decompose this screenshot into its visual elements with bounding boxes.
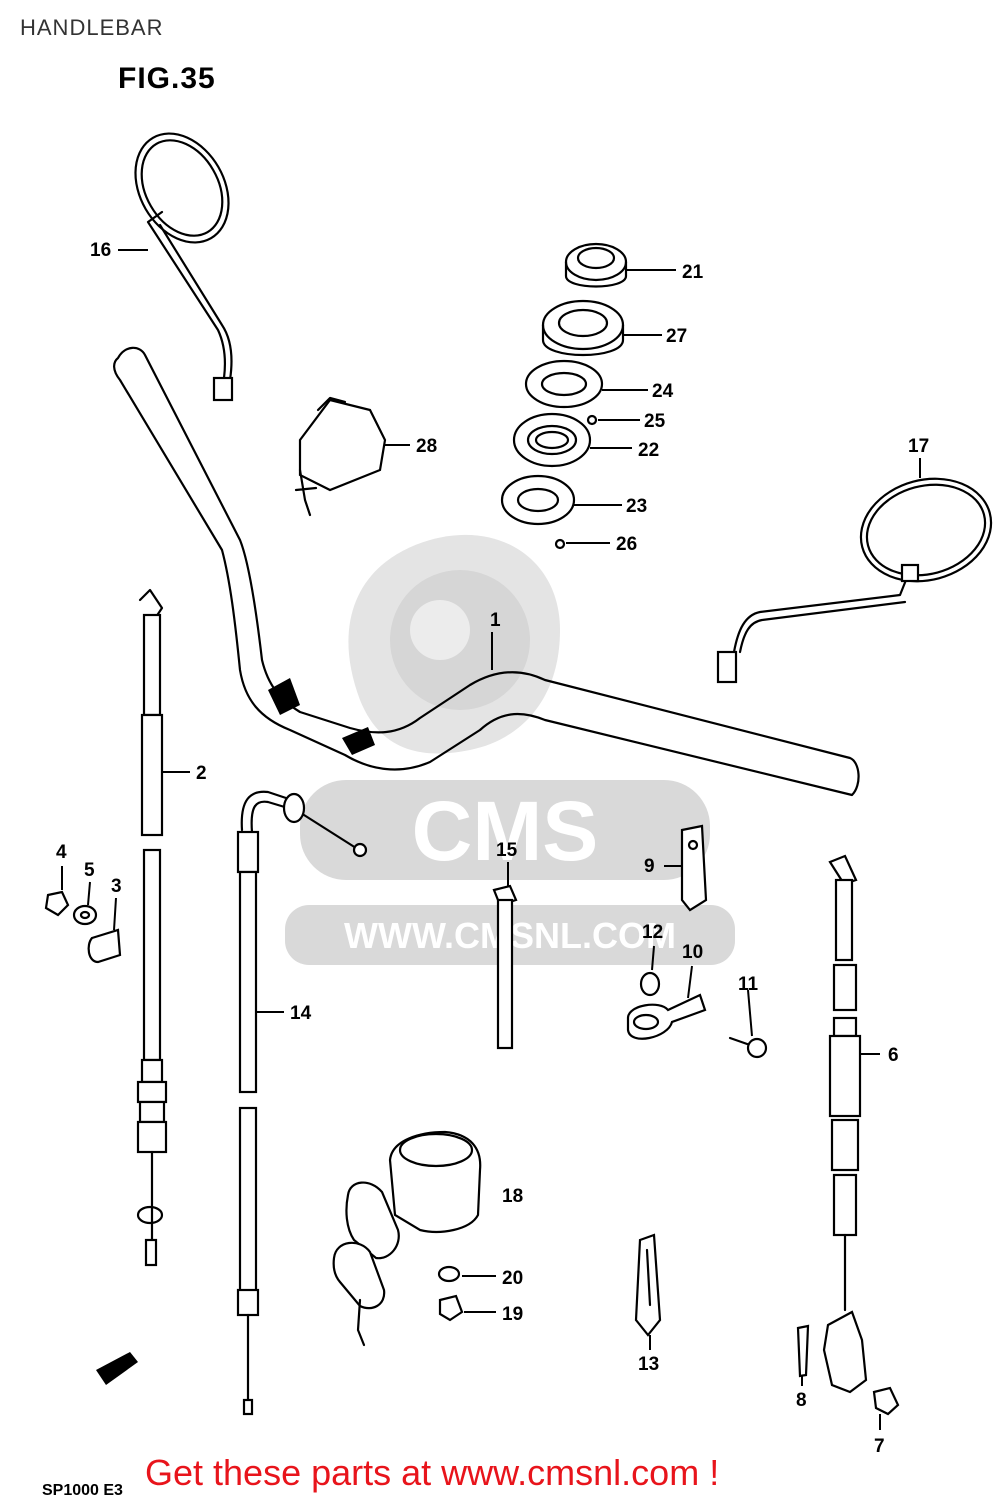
part-8-pin[interactable] [796,1324,810,1378]
ref-10[interactable]: 10 [682,942,703,963]
part-26-ball[interactable] [554,538,566,550]
ref-17[interactable]: 17 [908,436,929,457]
ref-3[interactable]: 3 [111,876,122,897]
part-21-nut[interactable] [564,242,628,288]
ref-11[interactable]: 11 [738,974,759,995]
page-title: HANDLEBAR [20,15,164,40]
switch-part-28[interactable] [294,396,387,517]
part-22-race[interactable] [512,412,592,468]
ref-4[interactable]: 4 [56,842,67,863]
ref-5[interactable]: 5 [84,860,95,881]
ref-1[interactable]: 1 [490,610,501,631]
part-13-bracket[interactable] [634,1233,662,1337]
part-23-race[interactable] [500,474,576,526]
part-25-ball[interactable] [586,414,598,426]
handlebar-part-1[interactable] [113,346,860,797]
leader-lines [61,249,921,1430]
cable-part-14[interactable] [236,790,368,1416]
part-27-seal[interactable] [541,299,625,356]
ref-27[interactable]: 27 [666,326,687,347]
ref-23[interactable]: 23 [626,496,647,517]
ref-19[interactable]: 19 [502,1304,523,1325]
cable-part-2[interactable] [136,588,168,1267]
part-24-washer[interactable] [524,359,604,409]
front-arrow-icon [96,1352,138,1385]
ref-28[interactable]: 28 [416,436,437,457]
ref-8[interactable]: 8 [796,1390,807,1411]
ref-12[interactable]: 12 [642,922,663,943]
ref-13[interactable]: 13 [638,1354,659,1375]
ref-25[interactable]: 25 [644,411,666,432]
part-11-bolt[interactable] [728,1036,768,1059]
reference-numbers: 1 2 3 4 5 6 7 8 9 10 11 12 13 14 15 16 1… [56,240,929,1457]
part-10-clamp[interactable] [626,993,707,1040]
part-4-screw[interactable] [44,890,70,917]
model-code: SP1000 E3 [42,1482,123,1499]
ref-18[interactable]: 18 [502,1186,523,1207]
ref-15[interactable]: 15 [496,840,518,861]
ref-2[interactable]: 2 [196,763,207,784]
ref-20[interactable]: 20 [502,1268,523,1289]
part-9-holder[interactable] [680,824,708,912]
left-mirror-part-16[interactable] [117,117,248,402]
ref-7[interactable]: 7 [874,1436,885,1457]
part-5-washer[interactable] [72,904,98,926]
ref-22[interactable]: 22 [638,440,659,461]
ref-16[interactable]: 16 [90,240,111,261]
part-20-washer[interactable] [437,1265,461,1283]
ref-14[interactable]: 14 [290,1003,312,1024]
part-7-bolt[interactable] [872,1386,900,1416]
part-3-clamp[interactable] [87,928,122,964]
ref-9[interactable]: 9 [644,856,655,877]
ref-21[interactable]: 21 [682,262,704,283]
ref-24[interactable]: 24 [652,381,674,402]
part-19-bolt[interactable] [438,1294,464,1322]
right-mirror-part-17[interactable] [716,465,1002,684]
watermark-brand: CMS [412,784,599,878]
watermark: CMS WWW.CMSNL.COM [285,534,735,965]
footer-banner-link[interactable]: Get these parts at www.cmsnl.com ! [145,1452,720,1493]
ignition-switch-part-18[interactable] [332,1130,482,1347]
cable-part-6[interactable] [822,854,868,1394]
ref-6[interactable]: 6 [888,1045,899,1066]
figure-label: FIG.35 [118,62,216,95]
part-12-nut[interactable] [639,971,661,997]
ref-26[interactable]: 26 [616,534,637,555]
part-15-guide[interactable] [492,884,518,1050]
